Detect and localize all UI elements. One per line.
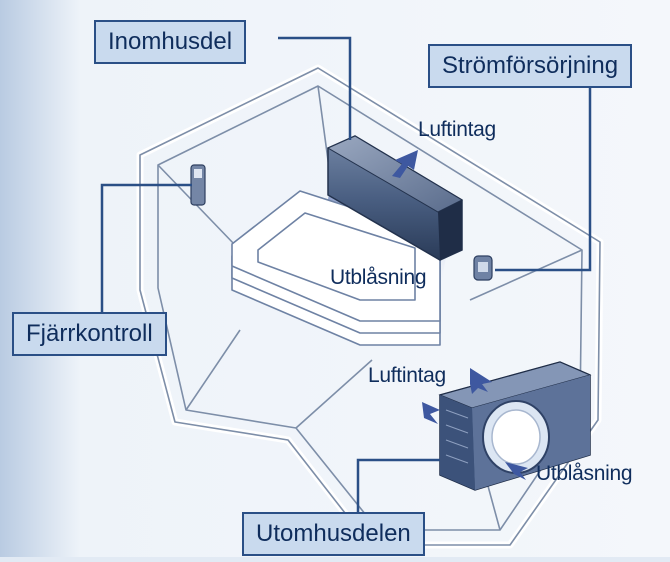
power-outlet [473, 255, 493, 281]
outdoor-intake-arrow-left [422, 402, 440, 424]
outdoor-intake-label: Luftintag [368, 364, 446, 387]
sofa [231, 190, 441, 346]
indoor-intake-arrow [392, 150, 418, 178]
outdoor-outlet-arrow [505, 462, 528, 480]
indoor-outlet-label: Utblåsning [330, 266, 427, 289]
indoor-unit-label: Inomhusdel [94, 20, 247, 64]
outdoor-outlet-label: Utblåsning [536, 462, 633, 485]
airflow-arrows [392, 150, 528, 480]
outdoor-unit-label: Utomhusdelen [242, 512, 425, 556]
remote-control-label: Fjärrkontroll [12, 312, 167, 356]
outdoor-intake-arrow-top [470, 368, 492, 394]
leader-lines [100, 36, 592, 518]
power-supply-label: Strömförsörjning [428, 44, 633, 88]
remote-control [190, 164, 206, 206]
outdoor-unit [438, 361, 592, 491]
indoor-intake-label: Luftintag [418, 118, 496, 141]
